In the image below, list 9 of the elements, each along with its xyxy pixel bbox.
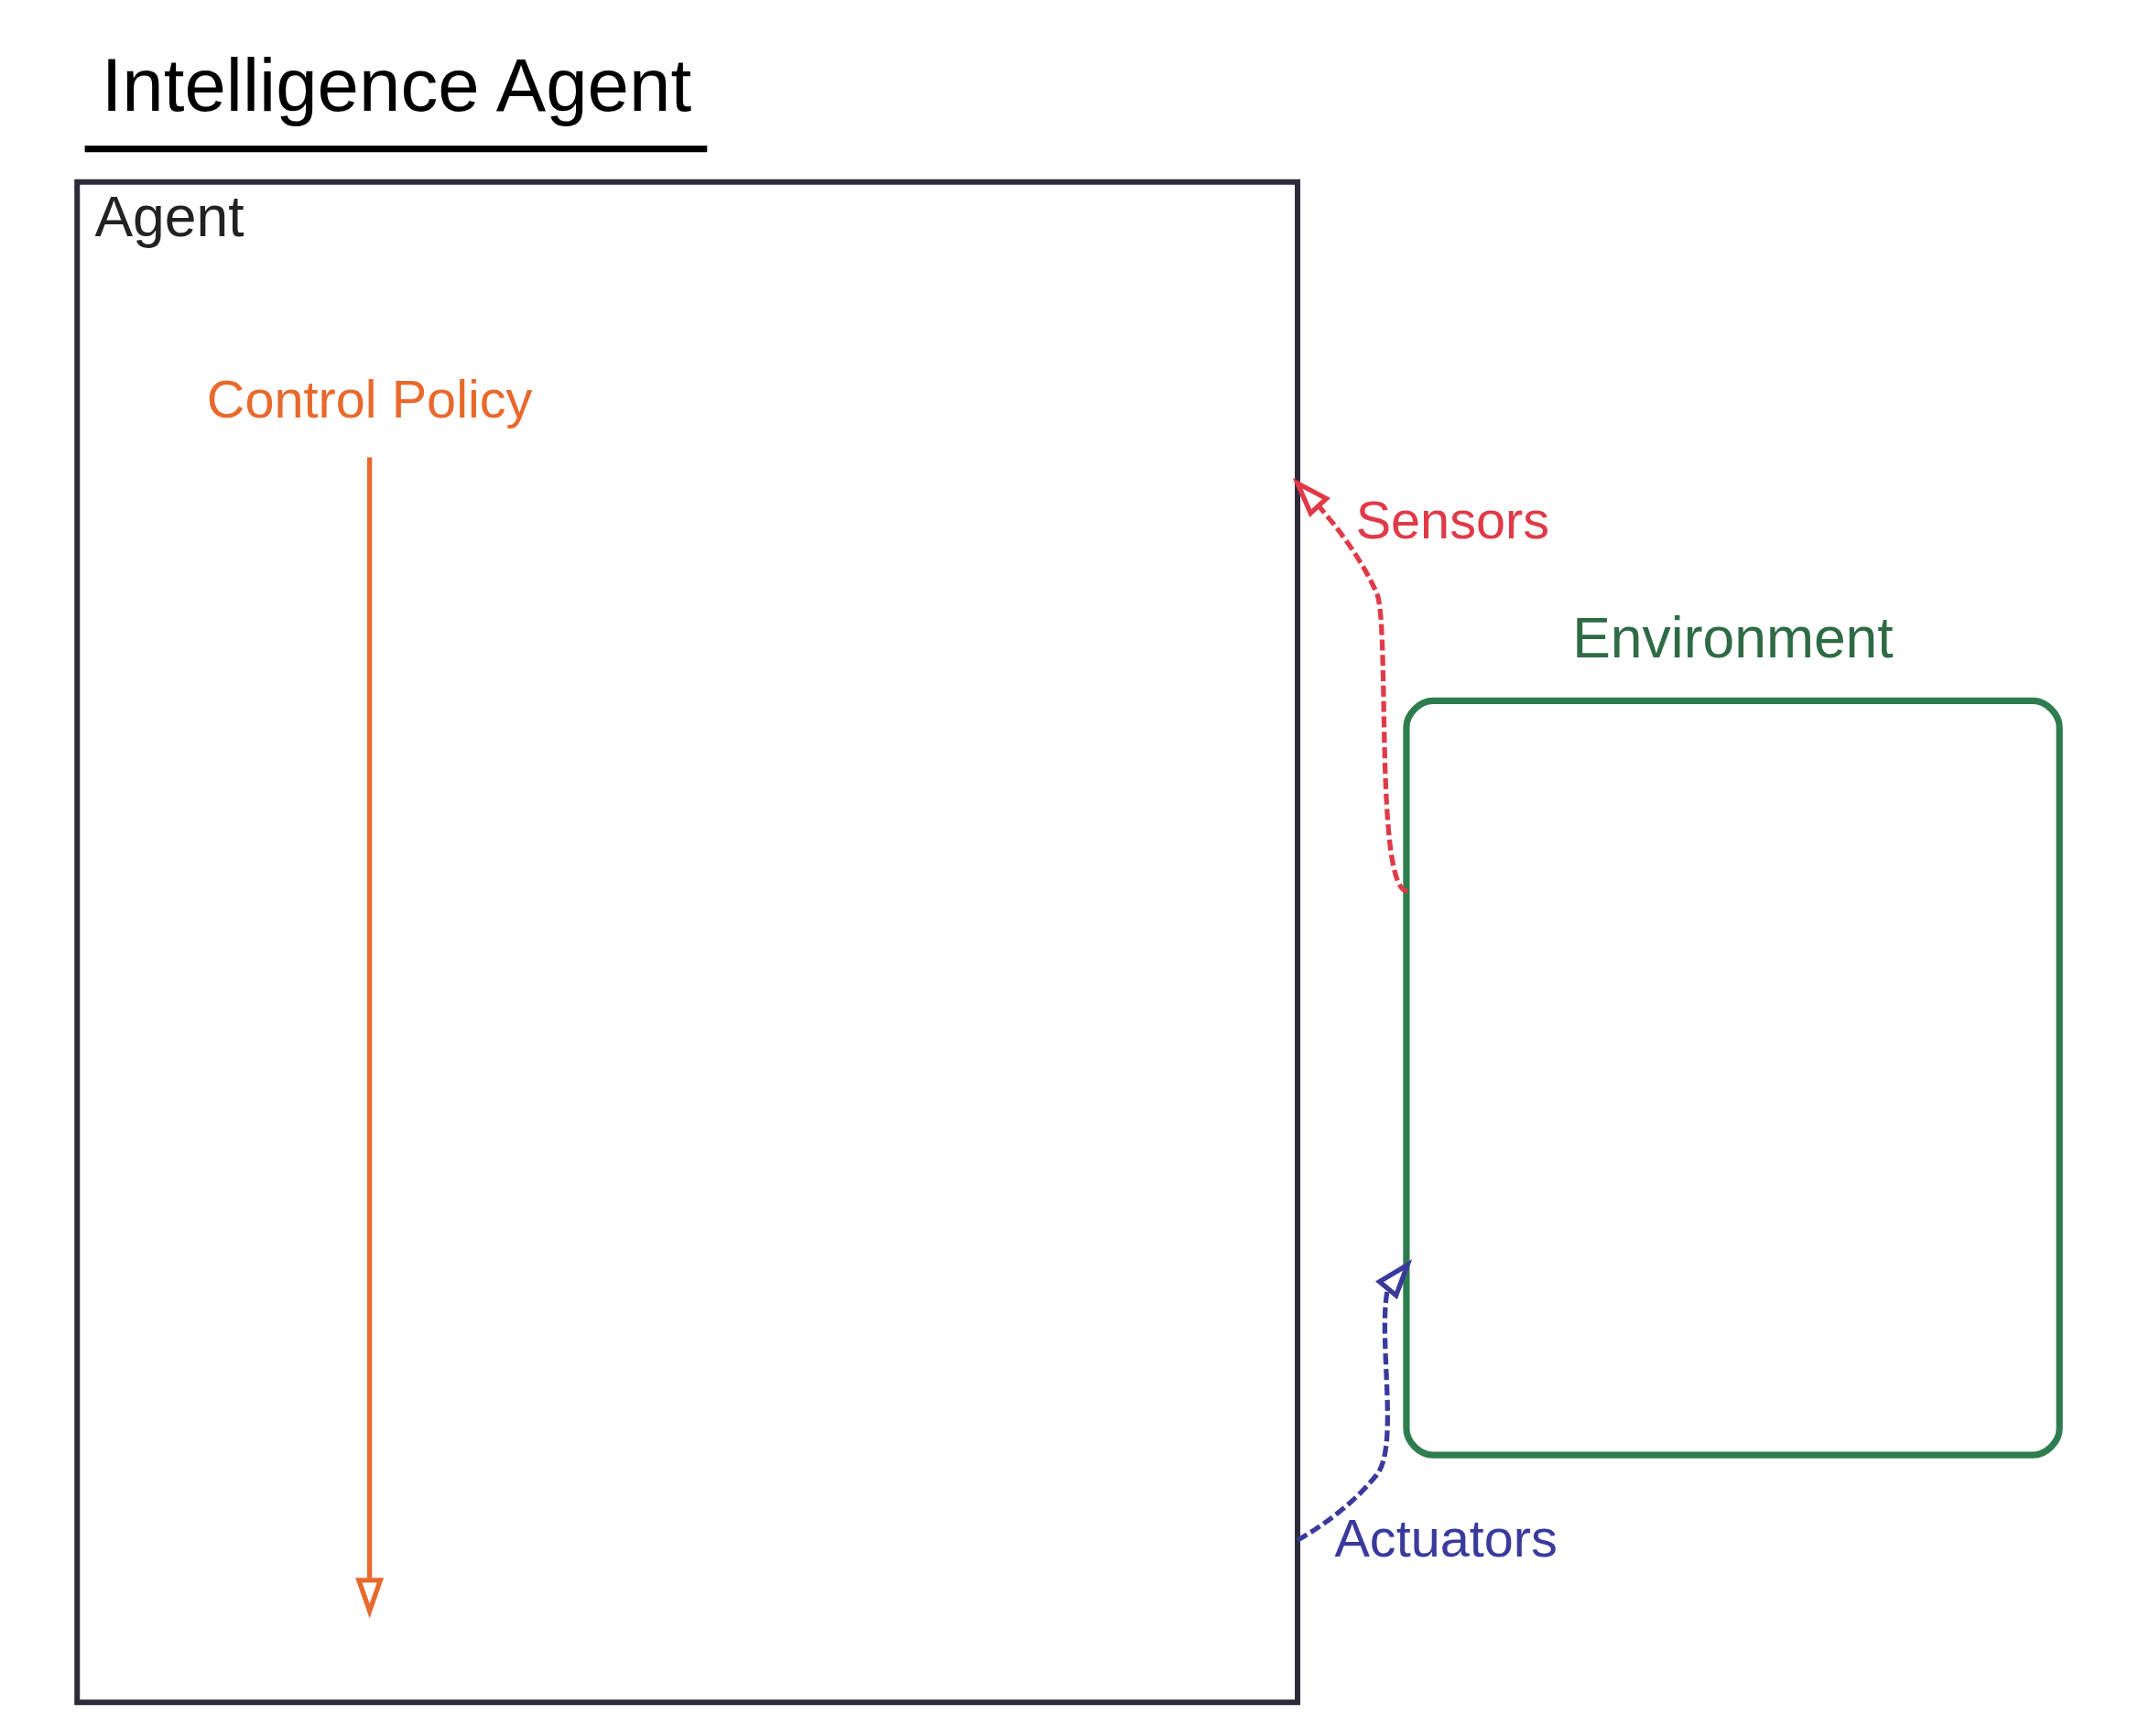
diagram-title: Intelligence Agent	[101, 42, 691, 126]
node-box	[1402, 697, 2063, 1459]
arrow	[354, 456, 384, 1618]
node-text: Control Policy	[206, 369, 532, 429]
edge-label: Actuators	[1333, 1508, 1558, 1568]
edge-label: Sensors	[1355, 490, 1549, 549]
node-label: Environment	[1571, 604, 1894, 669]
arrow	[1296, 1258, 1412, 1542]
arrow	[1292, 477, 1409, 893]
